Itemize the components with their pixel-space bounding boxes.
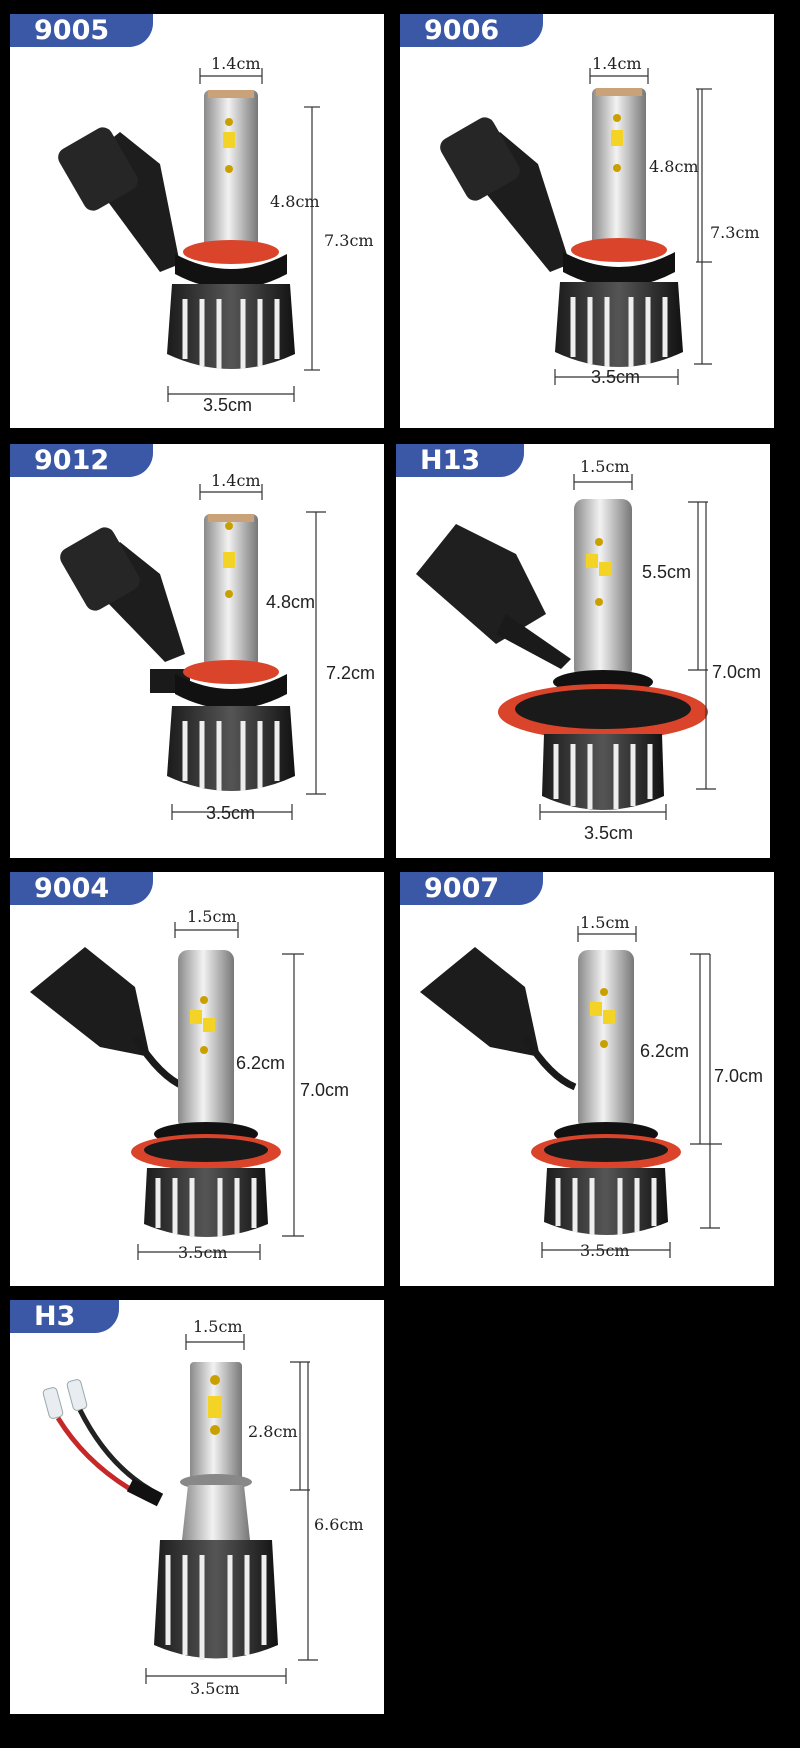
orange-ring bbox=[183, 240, 279, 264]
bulb-diagram: 1.5cm 6.2cm 7.0cm 3.5cm bbox=[30, 907, 349, 1262]
dim-width-top: 1.4cm bbox=[211, 54, 261, 73]
connector-plug bbox=[60, 527, 190, 693]
dimension-lines bbox=[167, 68, 320, 402]
dim-width-top: 1.5cm bbox=[580, 457, 630, 476]
led-shaft bbox=[178, 950, 234, 1130]
dim-led-height: 2.8cm bbox=[248, 1422, 298, 1441]
heat-sink bbox=[144, 1168, 268, 1237]
model-tag: 9004 bbox=[10, 872, 154, 905]
dim-width-top: 1.4cm bbox=[211, 471, 261, 490]
dim-total-height: 7.0cm bbox=[712, 662, 761, 682]
led-shaft bbox=[204, 514, 258, 674]
dim-led-height: 4.8cm bbox=[649, 157, 699, 176]
product-card-9006: 1.4cm 4.8cm 7.3cm 3.5cm 9006 bbox=[400, 14, 774, 428]
product-card-9012: 1.4cm 4.8cm 7.2cm 3.5cm 9012 bbox=[10, 444, 384, 858]
product-card-9005: 1.4cm 4.8cm 7.3cm 3.5cm 9005 bbox=[10, 14, 384, 428]
product-card-H13: 1.5cm 5.5cm 7.0cm 3.5cm H13 bbox=[396, 444, 770, 858]
heat-sink bbox=[167, 706, 295, 791]
product-card-H3: 1.5cm 2.8cm 6.6cm 3.5cm H3 bbox=[10, 1300, 384, 1714]
heat-sink bbox=[544, 1168, 668, 1235]
bulb-diagram: 1.5cm 2.8cm 6.6cm 3.5cm bbox=[42, 1317, 364, 1698]
led-shaft bbox=[204, 90, 258, 250]
dim-led-height: 4.8cm bbox=[270, 192, 320, 211]
dim-base-width: 3.5cm bbox=[178, 1243, 228, 1262]
model-tag: H3 bbox=[10, 1300, 120, 1333]
dim-total-height: 7.2cm bbox=[326, 663, 375, 683]
dim-base-width: 3.5cm bbox=[190, 1679, 240, 1698]
led-shaft bbox=[574, 499, 632, 679]
bulb-diagram: 1.5cm 6.2cm 7.0cm 3.5cm bbox=[420, 913, 763, 1260]
model-tag: 9012 bbox=[10, 444, 154, 477]
dim-led-height: 6.2cm bbox=[640, 1041, 689, 1061]
heat-sink bbox=[542, 734, 664, 810]
led-shaft bbox=[578, 950, 634, 1130]
dim-base-width: 3.5cm bbox=[584, 823, 633, 843]
dim-base-width: 3.5cm bbox=[203, 395, 252, 415]
bulb-diagram: 1.5cm 5.5cm 7.0cm 3.5cm bbox=[416, 457, 761, 843]
heat-sink bbox=[167, 284, 295, 369]
dimension-lines bbox=[554, 68, 712, 385]
led-shaft bbox=[592, 88, 646, 248]
model-tag: 9007 bbox=[400, 872, 544, 905]
model-tag: H13 bbox=[396, 444, 525, 477]
dimension-lines bbox=[145, 1334, 318, 1684]
dimension-lines bbox=[137, 922, 304, 1260]
connector-plug bbox=[440, 117, 570, 272]
connector-plug bbox=[30, 947, 187, 1091]
connector-wires bbox=[42, 1379, 164, 1507]
product-card-9004: 1.5cm 6.2cm 7.0cm 3.5cm 9004 bbox=[10, 872, 384, 1286]
dim-width-top: 1.5cm bbox=[580, 913, 630, 932]
model-tag: 9006 bbox=[400, 14, 544, 47]
dim-led-height: 4.8cm bbox=[266, 592, 315, 612]
dim-base-width: 3.5cm bbox=[206, 803, 255, 823]
bulb-collar bbox=[175, 674, 287, 709]
dim-base-width: 3.5cm bbox=[591, 367, 640, 387]
orange-ring bbox=[183, 660, 279, 684]
dimension-lines bbox=[541, 926, 722, 1258]
dim-total-height: 7.3cm bbox=[324, 231, 374, 250]
dim-total-height: 7.3cm bbox=[710, 223, 760, 242]
connector-plug bbox=[58, 127, 180, 272]
connector-plug bbox=[416, 524, 571, 669]
dim-total-height: 7.0cm bbox=[714, 1066, 763, 1086]
dim-width-top: 1.4cm bbox=[592, 54, 642, 73]
dim-total-height: 7.0cm bbox=[300, 1080, 349, 1100]
dim-width-top: 1.5cm bbox=[193, 1317, 243, 1336]
led-shaft bbox=[180, 1362, 252, 1540]
orange-ring bbox=[571, 238, 667, 262]
connector-plug bbox=[420, 947, 577, 1091]
dim-base-width: 3.5cm bbox=[580, 1241, 630, 1260]
heat-sink bbox=[555, 282, 683, 367]
model-tag: 9005 bbox=[10, 14, 154, 47]
dimension-lines bbox=[539, 474, 716, 820]
dim-led-height: 6.2cm bbox=[236, 1053, 285, 1073]
dim-total-height: 6.6cm bbox=[314, 1515, 364, 1534]
bulb-collar bbox=[175, 254, 287, 289]
dimension-lines bbox=[171, 484, 326, 820]
bulb-collar bbox=[563, 252, 675, 287]
heat-sink bbox=[154, 1540, 278, 1660]
bulb-diagram: 1.4cm 4.8cm 7.2cm 3.5cm bbox=[60, 471, 375, 823]
product-card-9007: 1.5cm 6.2cm 7.0cm 3.5cm 9007 bbox=[400, 872, 774, 1286]
dim-led-height: 5.5cm bbox=[642, 562, 691, 582]
bulb-diagram: 1.4cm 4.8cm 7.3cm 3.5cm bbox=[58, 54, 374, 415]
bulb-diagram: 1.4cm 4.8cm 7.3cm 3.5cm bbox=[440, 54, 760, 387]
dim-width-top: 1.5cm bbox=[187, 907, 237, 926]
